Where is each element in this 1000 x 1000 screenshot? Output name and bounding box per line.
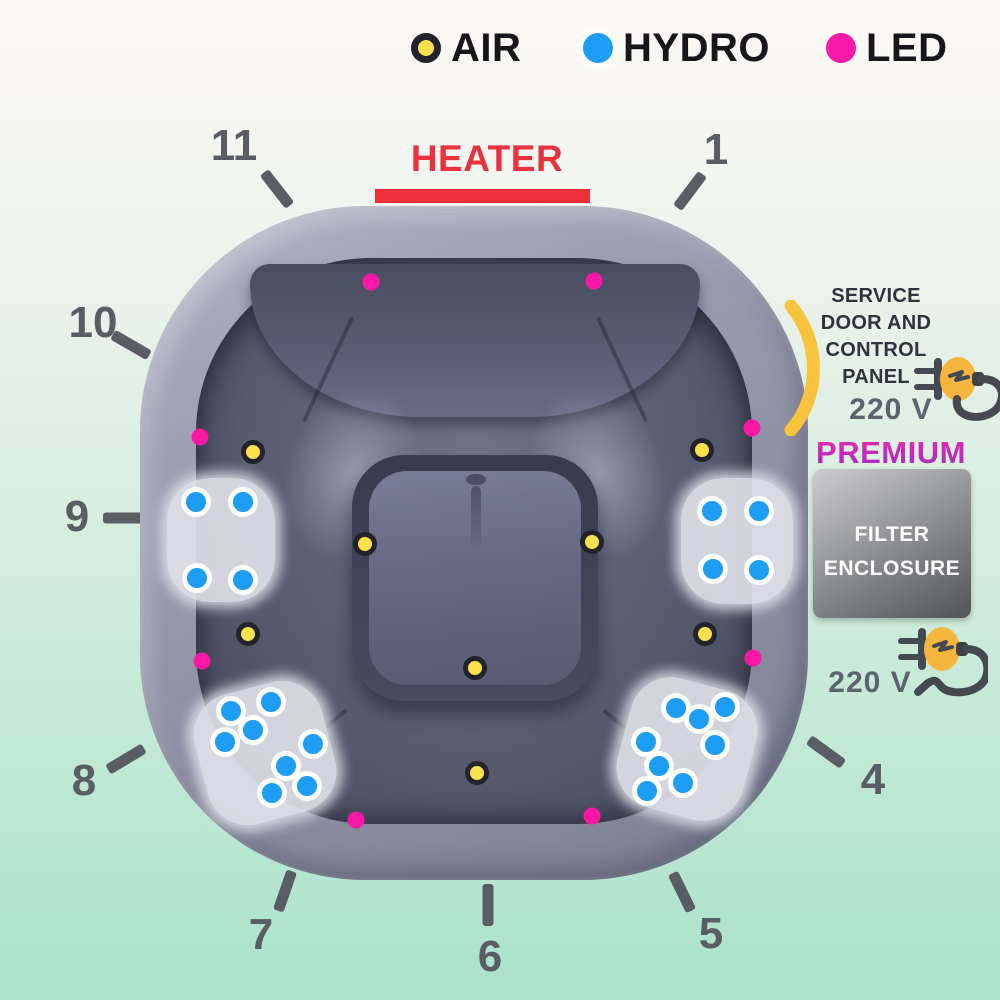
service-door-line: SERVICE [831,285,921,307]
air-jet-dot [693,622,717,646]
clock-number-11: 11 [210,121,258,170]
hydro-jet-dot [684,704,714,734]
hydro-jet-dot [292,771,322,801]
legend-item-led: LED [826,26,948,70]
clock-number-10: 10 [68,298,118,347]
air-jet-dot [241,440,265,464]
led-dot-icon [826,33,856,63]
air-jet-dot [236,622,260,646]
clock-number-5: 5 [698,909,724,958]
hydro-jet-dot [698,554,728,584]
clock-number-1: 1 [703,125,729,174]
clock-number-6: 6 [477,932,503,981]
premium-label: PREMIUM [804,435,978,471]
hydro-jet-dot [256,687,286,717]
led-jet-dot [193,652,211,670]
hydro-jet-dot [182,563,212,593]
clock-tick-9 [103,512,145,524]
filter-enclosure-line: FILTER [854,523,930,546]
heater-bar [375,189,590,203]
led-jet-dot [744,649,762,667]
clock-number-8: 8 [71,756,97,805]
legend-item-hydro: HYDRO [583,26,770,70]
clock-tick-11 [259,169,295,209]
hydro-jet-dot [700,730,730,760]
air-jet-dot [465,761,489,785]
service-door-line: PANEL [842,366,910,388]
service-door-line: CONTROL [825,339,927,361]
air-jet-dot [690,438,714,462]
clock-tick-5 [667,870,697,914]
led-jet-dot [583,807,601,825]
hydro-jet-dot [744,496,774,526]
service-door-line: DOOR AND [820,312,932,334]
hydro-jet-dot [744,555,774,585]
clock-number-4: 4 [860,755,886,804]
hydro-jet-dot [181,487,211,517]
hydro-jet-dot [668,768,698,798]
air-jet-dot [463,656,487,680]
clock-number-9: 9 [64,492,90,541]
hydro-jet-dot [210,727,240,757]
hydro-jet-dot [228,565,258,595]
legend-label-air: AIR [451,26,522,70]
air-dot-icon [411,33,441,63]
hydro-jet-dot [257,778,287,808]
power-plug-icon [914,357,1000,421]
hydro-jet-dot [298,729,328,759]
power-plug-icon [898,627,988,697]
clock-number-7: 7 [248,910,274,959]
hydro-jet-dot [697,496,727,526]
legend-label-hydro: HYDRO [623,26,770,70]
heater-label: HEATER [410,138,564,179]
tub-bench [250,264,700,417]
clock-tick-1 [672,170,708,212]
voltage-label-top: 220 V [849,393,933,426]
led-jet-dot [743,419,761,437]
led-jet-dot [362,273,380,291]
service-door-label: SERVICE DOOR AND CONTROL PANEL [806,283,946,391]
filter-enclosure-box: FILTER ENCLOSURE [813,469,971,618]
voltage-label-bottom: 220 V [828,666,912,699]
led-jet-dot [585,272,603,290]
hydro-jet-dot [631,727,661,757]
air-jet-dot [580,530,604,554]
clock-tick-8 [105,743,147,775]
service-door-arc-icon [784,300,820,436]
jet-pod [681,478,793,604]
footwell-groove [471,486,481,548]
legend-item-air: AIR [411,26,521,70]
led-jet-dot [347,811,365,829]
hydro-jet-dot [632,776,662,806]
clock-tick-4 [805,735,847,769]
led-jet-dot [191,428,209,446]
air-jet-dot [353,532,377,556]
drain [466,474,486,485]
hydro-jet-dot [228,487,258,517]
hydro-jet-dot [710,692,740,722]
clock-tick-7 [272,869,298,913]
hydro-dot-icon [583,33,613,63]
footwell [369,471,581,685]
clock-tick-6 [482,884,494,926]
legend-label-led: LED [866,26,948,70]
filter-enclosure-line: ENCLOSURE [823,557,961,580]
hydro-jet-dot [238,715,268,745]
